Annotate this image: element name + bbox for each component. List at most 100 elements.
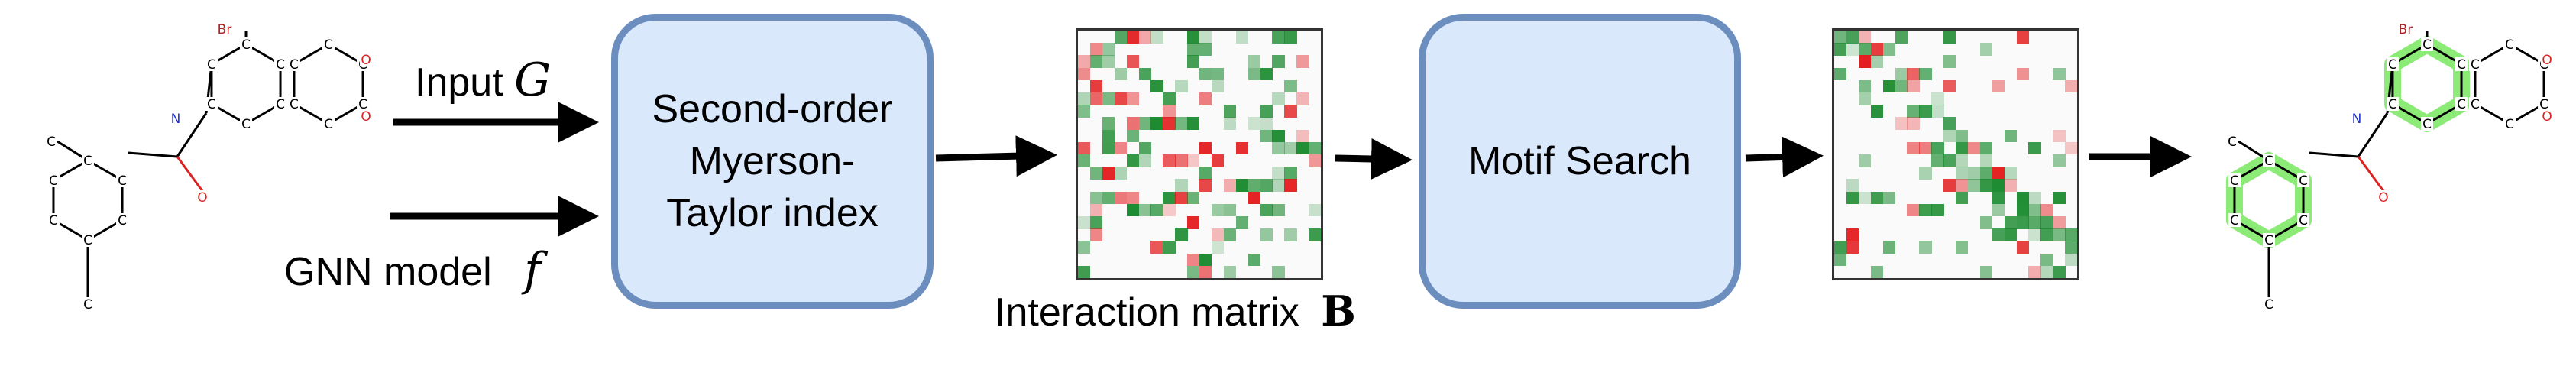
matrix-cell	[1078, 92, 1091, 105]
atom-label: O	[2542, 53, 2552, 68]
matrix-cell	[1979, 216, 1993, 229]
matrix-cell	[1199, 167, 1212, 180]
atom-label: Br	[2399, 22, 2413, 37]
matrix-cell	[1187, 253, 1200, 267]
matrix-cell	[1956, 141, 1969, 155]
matrix-cell	[1846, 31, 1859, 44]
matrix-cell	[1943, 79, 1956, 93]
matrix-cell	[1248, 191, 1260, 205]
matrix-cell	[1163, 241, 1176, 254]
matrix-cell	[2016, 67, 2029, 81]
matrix-cell	[1846, 179, 1859, 193]
matrix-cell	[1138, 117, 1151, 131]
atom-backdrop	[322, 37, 335, 51]
atom-backdrop	[2421, 37, 2433, 51]
matrix-cell	[1126, 154, 1139, 167]
matrix-cell	[1834, 241, 1847, 254]
ring-bonds	[52, 159, 124, 241]
matrix-cell	[1992, 191, 2005, 205]
matrix-cell	[1919, 141, 1932, 155]
matrix-cell	[1235, 179, 1249, 193]
matrix-cell	[1150, 241, 1163, 254]
atom-label: C	[276, 57, 285, 73]
matrix-cell	[1296, 55, 1309, 69]
atom-label: N	[171, 112, 181, 127]
atom-backdrop	[82, 297, 94, 311]
atom-backdrop	[2386, 97, 2399, 111]
matrix-cell	[1114, 31, 1128, 44]
matrix-cell	[1187, 154, 1200, 167]
matrix-cell	[1089, 55, 1103, 69]
atom-backdrop	[274, 97, 287, 111]
matrix-caption-text: Interaction matrix	[995, 290, 1299, 335]
atom-backdrop	[360, 109, 373, 123]
matrix-cell	[1223, 203, 1237, 217]
matrix-cell	[1956, 191, 1969, 205]
matrix-cell	[2004, 228, 2017, 241]
myerson-taylor-index-label: Second-order Myerson-Taylor index	[652, 87, 893, 235]
atom-backdrop	[357, 97, 370, 111]
matrix-cell	[1199, 31, 1212, 44]
atom-label: C	[2388, 97, 2397, 112]
matrix-cell	[1919, 203, 1932, 217]
atom-label: C	[2422, 117, 2432, 132]
atom-backdrop	[116, 173, 129, 187]
matrix-cell	[2053, 228, 2066, 241]
matrix-cell	[1175, 228, 1188, 241]
matrix-cell	[2028, 265, 2041, 279]
atom-label: C	[2264, 154, 2273, 169]
matrix-cell	[1272, 265, 1285, 279]
matrix-cell	[2053, 67, 2066, 81]
atom-backdrop	[240, 117, 252, 131]
atom-backdrop	[47, 173, 60, 187]
matrix-cell	[1846, 241, 1859, 254]
atom-backdrop	[2455, 97, 2468, 111]
matrix-cell	[2028, 141, 2041, 155]
atom-label: C	[241, 117, 251, 132]
ring-bonds	[210, 43, 282, 125]
atom-backdrop	[2228, 173, 2241, 187]
matrix-cell	[1089, 79, 1103, 93]
atom-backdrop	[196, 190, 209, 204]
matrix-cell	[2016, 241, 2029, 254]
matrix-cell	[1248, 117, 1260, 131]
atom-backdrop	[287, 97, 300, 111]
matrix-cell	[1992, 228, 2005, 241]
matrix-cell	[2065, 141, 2078, 155]
motif-search-label: Motif Search	[1468, 139, 1691, 183]
matrix-cell	[1272, 31, 1285, 44]
matrix-cell	[1260, 203, 1273, 217]
matrix-cell	[1943, 179, 1956, 193]
matrix-cell	[1296, 141, 1309, 155]
matrix-cell	[1284, 167, 1297, 180]
matrix-cell	[1882, 43, 1895, 56]
matrix-cell	[2040, 228, 2053, 241]
matrix-cell	[1979, 43, 1993, 56]
matrix-cell	[1199, 92, 1212, 105]
matrix-cell	[1248, 253, 1260, 267]
matrix-cell	[1260, 105, 1273, 118]
matrix-cell	[1834, 31, 1847, 44]
atom-label: C	[207, 57, 216, 73]
matrix-cell	[1126, 55, 1139, 69]
atom-label: C	[118, 173, 127, 189]
atom-label: C	[207, 97, 216, 112]
atom-backdrop	[170, 112, 182, 125]
matrix-cell	[1078, 216, 1091, 229]
matrix-cell	[1114, 191, 1128, 205]
matrix-cell	[1089, 228, 1103, 241]
input-text: Input	[415, 60, 503, 105]
matrix-cell	[1979, 154, 1993, 167]
matrix-cell	[1284, 31, 1297, 44]
atom-backdrop	[2297, 173, 2310, 187]
model-text: GNN model	[284, 250, 492, 294]
matrix-cell	[1272, 203, 1285, 217]
interaction-matrix	[1076, 28, 1323, 280]
atom-label: C	[241, 37, 251, 53]
atom-label: C	[2505, 117, 2514, 132]
matrix-cell	[2065, 241, 2078, 254]
atom-backdrop	[2400, 22, 2418, 36]
matrix-cell	[1199, 67, 1212, 81]
matrix-cell	[1089, 43, 1103, 56]
